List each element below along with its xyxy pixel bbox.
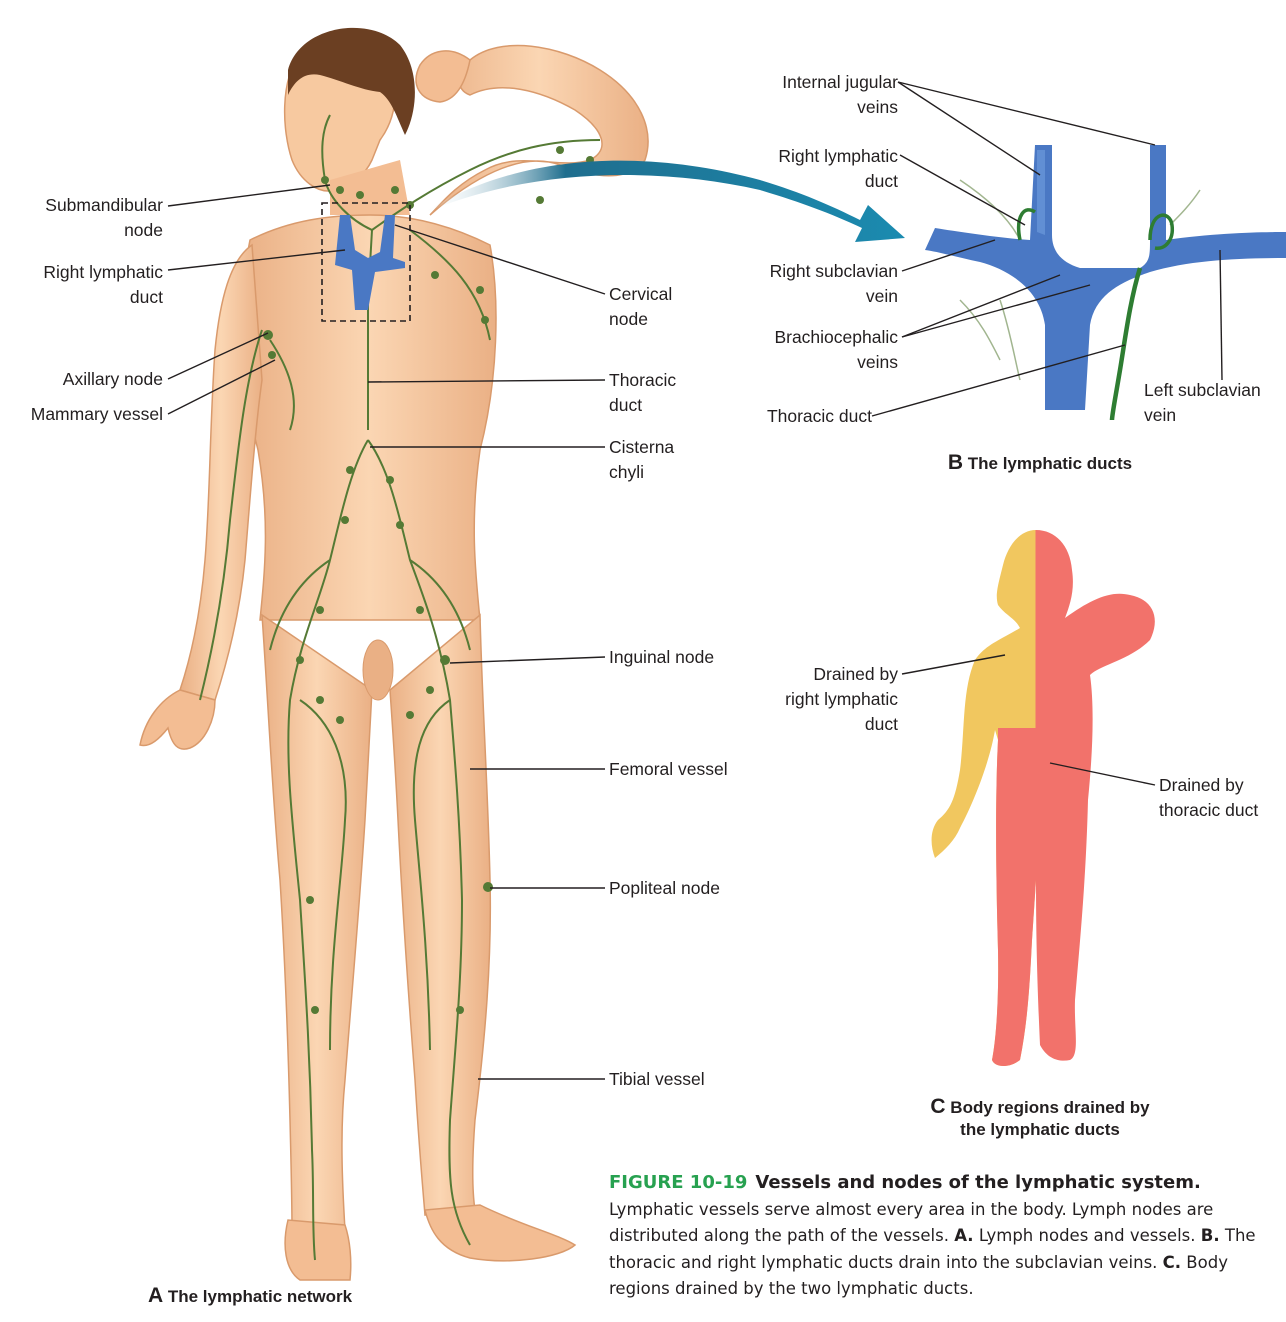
figure-title: Vessels and nodes of the lymphatic syste… <box>755 1172 1200 1193</box>
label-inguinal-node: Inguinal node <box>609 645 714 670</box>
label-mammary-vessel: Mammary vessel <box>31 402 163 427</box>
figure-caption: FIGURE 10-19 Vessels and nodes of the lym… <box>609 1170 1279 1303</box>
label-thoracic-duct-b: Thoracic duct <box>767 404 872 429</box>
label-axillary-node: Axillary node <box>63 367 163 392</box>
label-femoral-vessel: Femoral vessel <box>609 757 728 782</box>
drainage-regions-illustration <box>932 530 1155 1066</box>
panel-b-title: B The lymphatic ducts <box>900 452 1180 475</box>
figure-caption-body: Lymphatic vessels serve almost every are… <box>609 1197 1279 1303</box>
panel-a-title: A The lymphatic network <box>120 1285 380 1308</box>
figure-number: FIGURE 10-19 <box>609 1172 747 1193</box>
label-popliteal-node: Popliteal node <box>609 876 720 901</box>
label-tibial-vessel: Tibial vessel <box>609 1067 705 1092</box>
